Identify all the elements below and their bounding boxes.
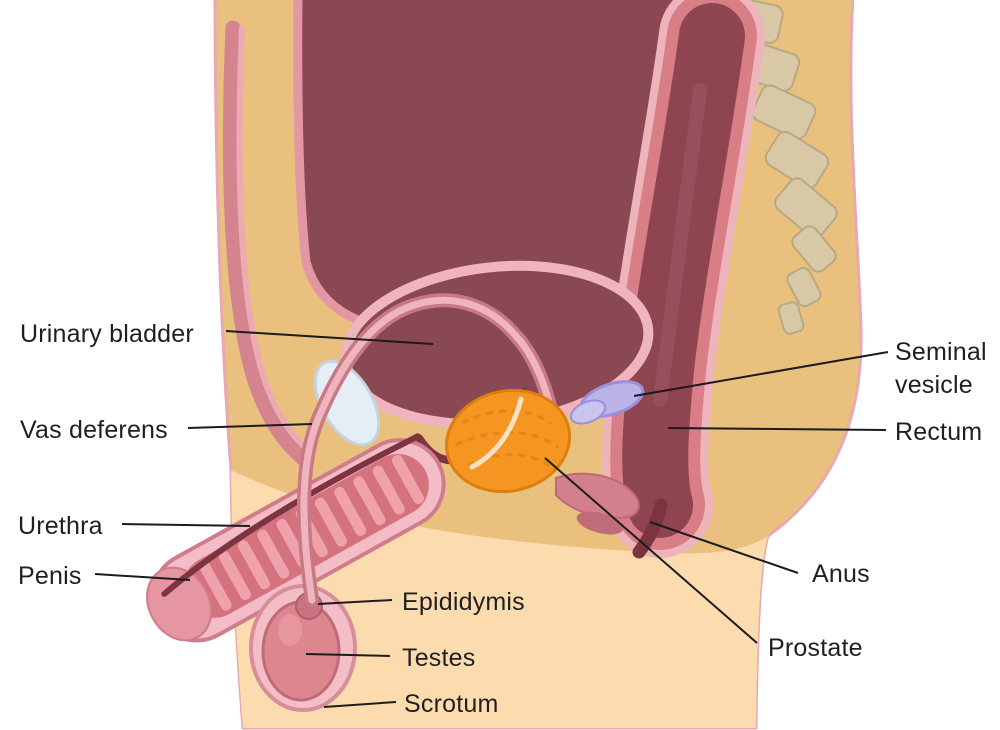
leader-line-epididymis <box>317 599 393 605</box>
vas-deferens-shape <box>296 293 559 607</box>
penile-urethra-shape <box>161 433 421 597</box>
leader-line-vas-deferens <box>187 423 313 429</box>
label-epididymis: Epididymis <box>402 588 525 616</box>
label-penis: Penis <box>18 562 82 590</box>
rectum-shape <box>602 0 765 558</box>
leader-line-seminal-vesicle <box>633 351 889 397</box>
leader-line-urethra <box>121 523 251 527</box>
leader-line-urinary-bladder <box>225 330 434 345</box>
leader-line-testes <box>305 653 391 657</box>
glans-shape <box>146 566 213 642</box>
label-vas-deferens: Vas deferens <box>20 416 168 444</box>
testis-highlight <box>278 614 302 646</box>
leader-line-prostate <box>544 457 758 644</box>
corpus-cavernosum-stripes <box>199 454 425 611</box>
seminal-vesicle-shape <box>569 380 645 425</box>
leader-line-anus <box>649 521 799 574</box>
label-rectum: Rectum <box>895 418 983 446</box>
abdominal-wall-highlight <box>236 25 313 455</box>
leader-line-penis <box>94 573 191 581</box>
label-testes: Testes <box>402 644 476 672</box>
leader-line-scrotum <box>323 701 397 708</box>
abdominal-wall-muscle <box>223 20 313 468</box>
prostatic-urethra-shape <box>469 396 524 470</box>
prostate-shape <box>444 388 572 494</box>
label-seminal-vesicle: Seminal vesicle <box>895 338 987 399</box>
leader-line-rectum <box>667 427 887 431</box>
label-prostate: Prostate <box>768 634 863 662</box>
label-anus: Anus <box>812 560 870 588</box>
leader-lines <box>94 330 889 708</box>
label-urethra: Urethra <box>18 512 103 540</box>
anus-shape <box>632 498 668 559</box>
label-urinary-bladder: Urinary bladder <box>20 320 194 348</box>
label-scrotum: Scrotum <box>404 690 499 718</box>
